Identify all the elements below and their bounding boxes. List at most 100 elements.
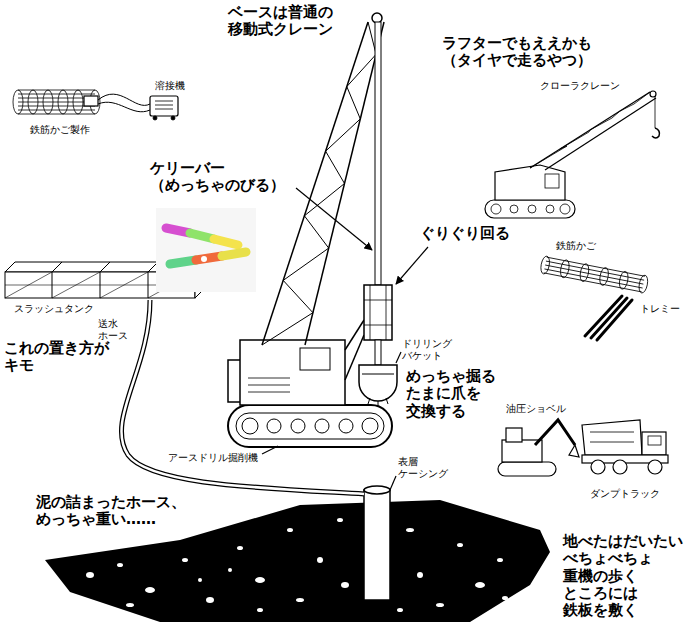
crawler-crane-part [495, 165, 565, 200]
rebar-cage-fabrication-part [171, 116, 175, 120]
earth-drill-machine-part [240, 340, 345, 405]
crawler-crane-part [652, 128, 660, 138]
ground-part-part [206, 597, 214, 603]
ground-part-part [406, 528, 414, 532]
ground-part [86, 518, 508, 612]
ground-part-part [337, 518, 343, 522]
dump-truck-part [648, 460, 662, 474]
ground-part-part [126, 603, 134, 607]
crawler-crane-part-part [510, 205, 518, 213]
kelly-bar-photo [156, 208, 256, 292]
rebar-cage-fabrication-part [58, 90, 68, 114]
crawler-crane [485, 91, 660, 218]
part-label: ドリリング バケット [402, 338, 456, 361]
rebar-cage [540, 255, 649, 293]
crawler-crane-part [485, 200, 575, 218]
leader-lines-part [390, 476, 396, 490]
part-label: スラッシュタンク [14, 303, 98, 315]
rebar-cage-fabrication-part [28, 90, 38, 114]
earth-drill-machine-part-part [267, 419, 281, 433]
earth-drill-machine-part [375, 340, 381, 365]
ground-part-part [497, 558, 503, 562]
ground-part-part [475, 582, 485, 588]
hydraulic-excavator-part [498, 462, 556, 476]
dump-truck-part [591, 460, 605, 474]
leader-lines-part [262, 446, 278, 454]
earth-drill-machine-part-part [315, 419, 329, 433]
handwritten-note: 泥の詰まったホース、 めっちゃ重い…… [36, 494, 192, 529]
ground-part-part [257, 608, 263, 612]
rebar-cage-fabrication-part [150, 96, 178, 116]
handwritten-note: ぐりぐり回る [420, 225, 516, 242]
slash-tank-part [52, 262, 158, 298]
hydraulic-excavator [498, 420, 579, 476]
rebar-cage-fabrication-part [98, 102, 150, 112]
crawler-crane-part [655, 96, 656, 128]
earth-drill-machine-part-part [362, 418, 378, 434]
part-label: 鉄筋かご [556, 240, 600, 252]
part-label: ダンプトラック [590, 488, 664, 500]
ground-part-part [317, 557, 323, 563]
crawler-crane-part [545, 98, 656, 170]
ground-part-part [198, 578, 202, 582]
crawler-crane-part-part [546, 205, 554, 213]
handwritten-note: ベースは普通の 移動式クレーン [228, 4, 339, 39]
water-hose-part [121, 300, 364, 494]
handwritten-note: ケリーバー （めっちゃのびる） [150, 160, 291, 195]
part-label: 油圧ショベル [506, 403, 570, 415]
hydraulic-excavator-part [535, 420, 575, 445]
rebar-cage-part [579, 263, 590, 282]
kelly-bar-photo-part [201, 256, 207, 262]
earth-drill-machine-part [300, 348, 330, 370]
part-label: アースドリル掘削機 [168, 452, 262, 464]
earth-drill-machine-part [364, 285, 392, 340]
ground-part-part [237, 546, 243, 550]
rebar-cage-part [544, 257, 645, 292]
crawler-crane-part [530, 92, 650, 168]
crawler-crane-part [530, 92, 650, 168]
ground-part-part [341, 582, 349, 588]
surface-casing-part [364, 486, 390, 494]
earth-drill-machine-part-part [339, 419, 353, 433]
rebar-cage-fabrication-part [13, 90, 23, 114]
rebar-cage-fabrication-part [155, 101, 173, 109]
rebar-cage-part [638, 275, 649, 294]
leader-lines-part [396, 352, 401, 363]
ground-part-part [86, 572, 94, 578]
earth-drill-machine-part-part [291, 419, 305, 433]
dump-truck [582, 420, 668, 474]
rebar-cage-part [559, 259, 570, 278]
rebar-cage-fabrication-part [98, 94, 150, 105]
earth-drill-machine [228, 13, 397, 447]
dump-truck-part [582, 420, 642, 455]
surface-casing [364, 486, 390, 600]
ground-part-part [255, 577, 265, 583]
ground-part-part [436, 603, 444, 607]
part-label: 鉄筋かご製作 [30, 124, 94, 136]
tremie-pipes-part [591, 298, 627, 338]
earth-drill-machine-part [228, 405, 392, 447]
ground-part-part [287, 528, 293, 532]
earth-drill-machine-part [362, 374, 394, 407]
crawler-crane-part-part [560, 204, 570, 214]
earth-drill-machine-part [248, 378, 290, 392]
earth-drill-machine-part [236, 413, 384, 439]
water-hose [121, 300, 364, 494]
ground-part-part [502, 596, 508, 600]
ground-part-part [228, 568, 232, 572]
ground-part-part [397, 608, 403, 612]
kelly-bar-photo-part-part [222, 252, 246, 256]
leader-lines-part [396, 247, 428, 284]
rebar-cage-part [618, 271, 629, 290]
kelly-bar-photo-part [166, 228, 246, 264]
part-label: 送水 ホース [98, 318, 132, 341]
rebar-cage-part [540, 255, 551, 274]
handwritten-note: これの置き方が キモ [4, 340, 115, 375]
crawler-crane-part-part [491, 204, 501, 214]
dump-truck-part [648, 436, 661, 445]
rebar-cage-fabrication-part [43, 90, 53, 114]
part-label: クローラクレーン [540, 80, 624, 92]
rebar-cage-part [598, 267, 609, 286]
part-label: 表層 ケーシング [398, 456, 452, 479]
